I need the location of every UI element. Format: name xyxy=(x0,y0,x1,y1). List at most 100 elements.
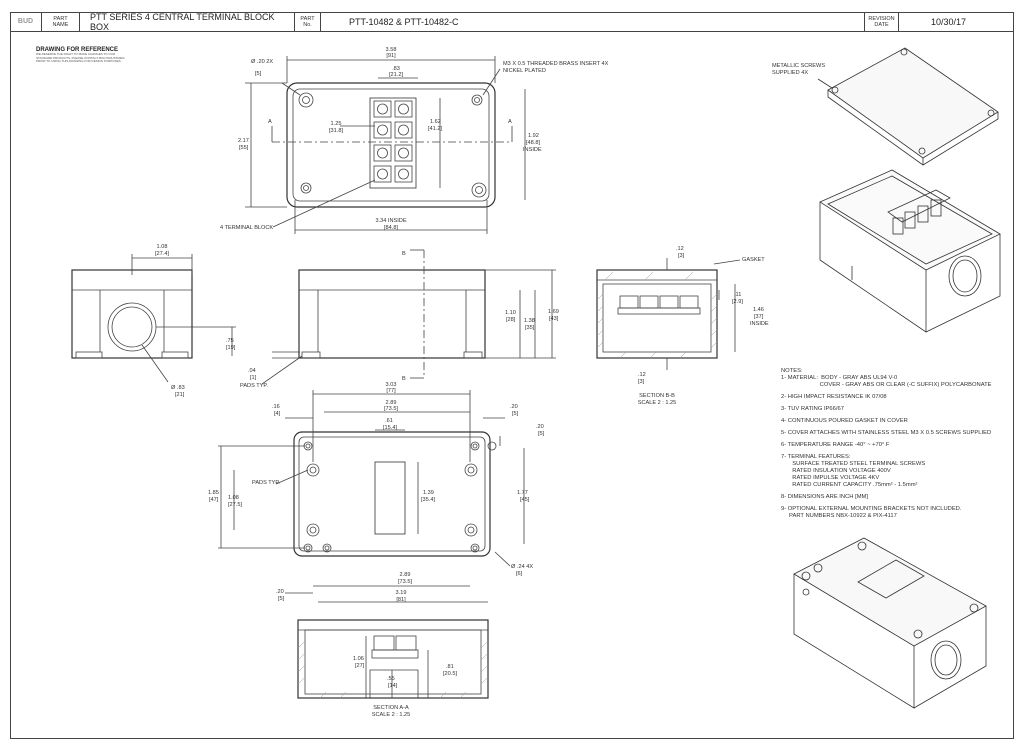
section-a-hatch xyxy=(297,640,489,699)
terminal-block-label: 4 TERMINAL BLOCK xyxy=(220,225,273,231)
bot-pads-typ: PADS TYP. xyxy=(252,480,280,486)
sec-b-caption: SECTION B-B xyxy=(639,393,675,399)
dim-term-height: 1.62 xyxy=(430,119,441,125)
side-dim-hole-dia: Ø .83 xyxy=(171,385,185,391)
sec-b-inside: 1.46 xyxy=(753,307,764,313)
sec-b-gasket-t-mm: [2.9] xyxy=(732,299,743,305)
sec-a-dim-h2-mm: [20.5] xyxy=(443,671,457,677)
dim-h3-mm: [43] xyxy=(549,316,559,322)
sec-b-bottom: .12 xyxy=(638,372,646,378)
top-view: 3.58 [91] Ø .20 2X [5] M3 X 0.5 THREADED… xyxy=(220,47,609,234)
section-a-view: 1.06 [27] .81 [20.5] .55 [14] SECTION A-… xyxy=(297,619,489,718)
dim-h1-mm: [28] xyxy=(506,317,516,323)
section-b-marker-top: B xyxy=(402,251,406,257)
section-hatch xyxy=(596,271,718,359)
bot-dim-slot-h: 1.39 xyxy=(423,490,434,496)
logo-text: BUD xyxy=(17,17,34,25)
bot-dim-h-right-mm: [45] xyxy=(520,497,530,503)
bot-dim-edge-tr: .20 xyxy=(536,424,544,430)
dim-width: 3.58 xyxy=(386,47,397,53)
side-dim-width-mm: [27.4] xyxy=(155,251,169,257)
section-b-marker-bottom: B xyxy=(402,376,406,382)
side-dim-hole-h-mm: [19] xyxy=(226,345,236,351)
sec-a-dim-h1: 1.06 xyxy=(353,656,364,662)
part-name-label-cell: PART NAME xyxy=(42,12,80,31)
title-block: BUD PART NAME PTT SERIES 4 CENTRAL TERMI… xyxy=(10,12,1014,32)
insert-note-2: NICKEL PLATED xyxy=(503,68,546,74)
notes-title: NOTES: xyxy=(781,368,803,374)
bot-dim-h-pads: 1.08 xyxy=(228,495,239,501)
sec-a-dim-h2: .81 xyxy=(446,664,454,670)
part-name: PTT SERIES 4 CENTRAL TERMINAL BLOCK BOX xyxy=(90,11,275,32)
section-a-marker-left: A xyxy=(268,119,272,125)
bot-dim-edge-bl-mm: [5] xyxy=(278,596,285,602)
side-dim-hole-h: .75 xyxy=(226,338,234,344)
bot-dim-edge-tr-mm: [5] xyxy=(538,431,545,437)
part-name-cell: PTT SERIES 4 CENTRAL TERMINAL BLOCK BOX xyxy=(80,11,295,32)
note-item: 5- COVER ATTACHES WITH STAINLESS STEEL M… xyxy=(781,430,992,436)
part-no-label-cell: PART No. xyxy=(295,12,321,31)
bot-dim-slot-w-mm: [15.4] xyxy=(383,425,397,431)
dim-term-offset-mm: [31.8] xyxy=(329,128,343,134)
sec-b-inside-label: INSIDE xyxy=(750,321,769,327)
bottom-view: 3.03 [77] 2.89 [73.5] .61 [15.4] .16 [4]… xyxy=(208,382,545,603)
sec-a-dim-h3-mm: [14] xyxy=(388,683,398,689)
iso-bottom xyxy=(793,537,987,709)
sec-a-dim-h3: .55 xyxy=(387,676,395,682)
dim-h2-mm: [35] xyxy=(525,325,535,331)
note-item: 8- DIMENSIONS ARE INCH [MM] xyxy=(781,494,868,500)
metallic-screws-label: METALLIC SCREWS xyxy=(772,63,825,69)
side-dim-width: 1.08 xyxy=(157,244,168,250)
part-no: PTT-10482 & PTT-10482-C xyxy=(349,16,459,27)
iso-cover xyxy=(817,47,999,166)
reference-note-text: WE RESERVE THE RIGHT TO MAKE CHANGES TO … xyxy=(36,52,125,64)
note-item: 4- CONTINUOUS POURED GASKET IN COVER xyxy=(781,418,908,424)
bot-dim-slot-h-mm: [35.4] xyxy=(421,497,435,503)
sec-b-scale: SCALE 2 : 1.25 xyxy=(638,400,677,406)
bot-dim-edge-bl: .20 xyxy=(276,589,284,595)
bot-dim-h-pads-mm: [27.5] xyxy=(228,502,242,508)
bot-dim-edge-l: .16 xyxy=(272,404,280,410)
section-a-marker-right: A xyxy=(508,119,512,125)
dim-h1: 1.10 xyxy=(505,310,516,316)
sec-a-scale: SCALE 2 : 1.25 xyxy=(372,712,411,718)
drawing-border xyxy=(10,12,1014,739)
revision-label: REVISION DATE xyxy=(868,15,895,28)
dim-height-mm: [55] xyxy=(239,145,249,151)
dim-term-offset: 1.25 xyxy=(331,121,342,127)
dim-h2: 1.38 xyxy=(524,318,535,324)
bot-dim-h-outer-mm: [47] xyxy=(209,497,219,503)
part-name-label: PART NAME xyxy=(52,15,69,28)
part-no-label: PART No. xyxy=(300,15,315,28)
note-item: 6- TEMPERATURE RANGE -40° ~ +70° F xyxy=(781,442,890,448)
note-item: 9- OPTIONAL EXTERNAL MOUNTING BRACKETS N… xyxy=(781,506,962,519)
note-item: 2- HIGH IMPACT RESISTANCE IK 07/08 xyxy=(781,394,887,400)
bot-dim-w4-mm: [81] xyxy=(396,597,406,603)
bot-dim-w3-mm: [73.5] xyxy=(398,579,412,585)
revision-label-cell: REVISION DATE xyxy=(865,12,899,31)
bot-dim-boss-dia-mm: [6] xyxy=(516,571,523,577)
reference-note-title: DRAWING FOR REFERENCE xyxy=(36,47,119,53)
dim-term-pitch: .83 xyxy=(392,66,400,72)
bot-dim-w1: 3.03 xyxy=(386,382,397,388)
bot-dim-h-right: 1.77 xyxy=(517,490,528,496)
sec-b-wall: .12 xyxy=(676,246,684,252)
insert-note: M3 X 0.5 THREADED BRASS INSERT 4X xyxy=(503,61,609,67)
dim-inside-height-label: INSIDE xyxy=(523,147,542,153)
side-dim-hole-dia-mm: [21] xyxy=(175,392,185,398)
sec-a-caption: SECTION A-A xyxy=(373,705,409,711)
dim-h3: 1.69 xyxy=(548,309,559,315)
dim-inside-height-mm: [48.8] xyxy=(526,140,540,146)
dim-inside-height: 1.92 xyxy=(528,133,539,139)
iso-box xyxy=(819,169,1001,333)
front-view: B B .04 [1] PADS TYP. 1.10 [28] 1.38 [35… xyxy=(240,249,559,389)
bot-dim-w2-mm: [73.5] xyxy=(384,406,398,412)
dim-hole-dia-mm: [5] xyxy=(255,71,262,77)
sec-b-inside-mm: [37] xyxy=(754,314,764,320)
logo: BUD xyxy=(10,12,42,31)
side-view: 1.08 [27.4] .75 [19] Ø .83 [21] xyxy=(71,244,236,398)
notes-block: NOTES: 1- MATERIAL: BODY - GRAY ABS UL94… xyxy=(781,368,1011,520)
sec-b-wall-mm: [3] xyxy=(678,253,685,259)
bot-dim-w2: 2.89 xyxy=(386,400,397,406)
